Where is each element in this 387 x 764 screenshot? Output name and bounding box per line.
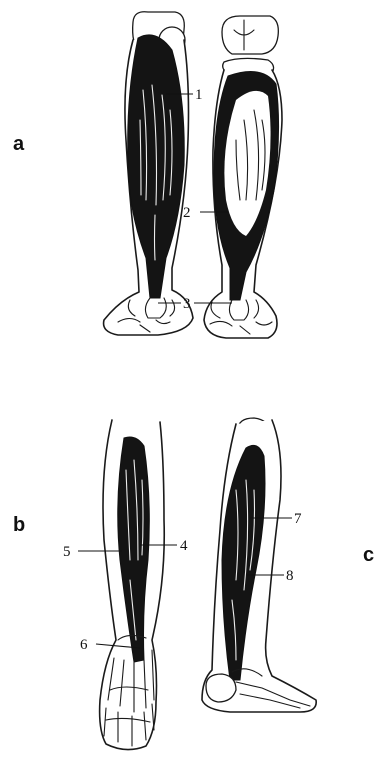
femur-condyles-a-right (222, 16, 278, 54)
panel-label-c: c (363, 544, 374, 566)
leg-a-right (204, 16, 282, 338)
heel-bone-c (206, 674, 236, 702)
callout-5: 5 (63, 544, 71, 560)
leg-a-left (104, 12, 193, 335)
callout-7: 7 (294, 511, 302, 527)
callout-2: 2 (183, 205, 191, 221)
callout-1: 1 (195, 87, 203, 103)
leg-c (202, 418, 316, 712)
callout-3: 3 (183, 296, 191, 312)
panel-label-b: b (13, 514, 25, 536)
callout-4: 4 (180, 538, 188, 554)
callout-8: 8 (286, 568, 294, 584)
panel-label-a: a (13, 133, 25, 155)
callout-6: 6 (80, 637, 88, 653)
leg-b (100, 420, 165, 750)
